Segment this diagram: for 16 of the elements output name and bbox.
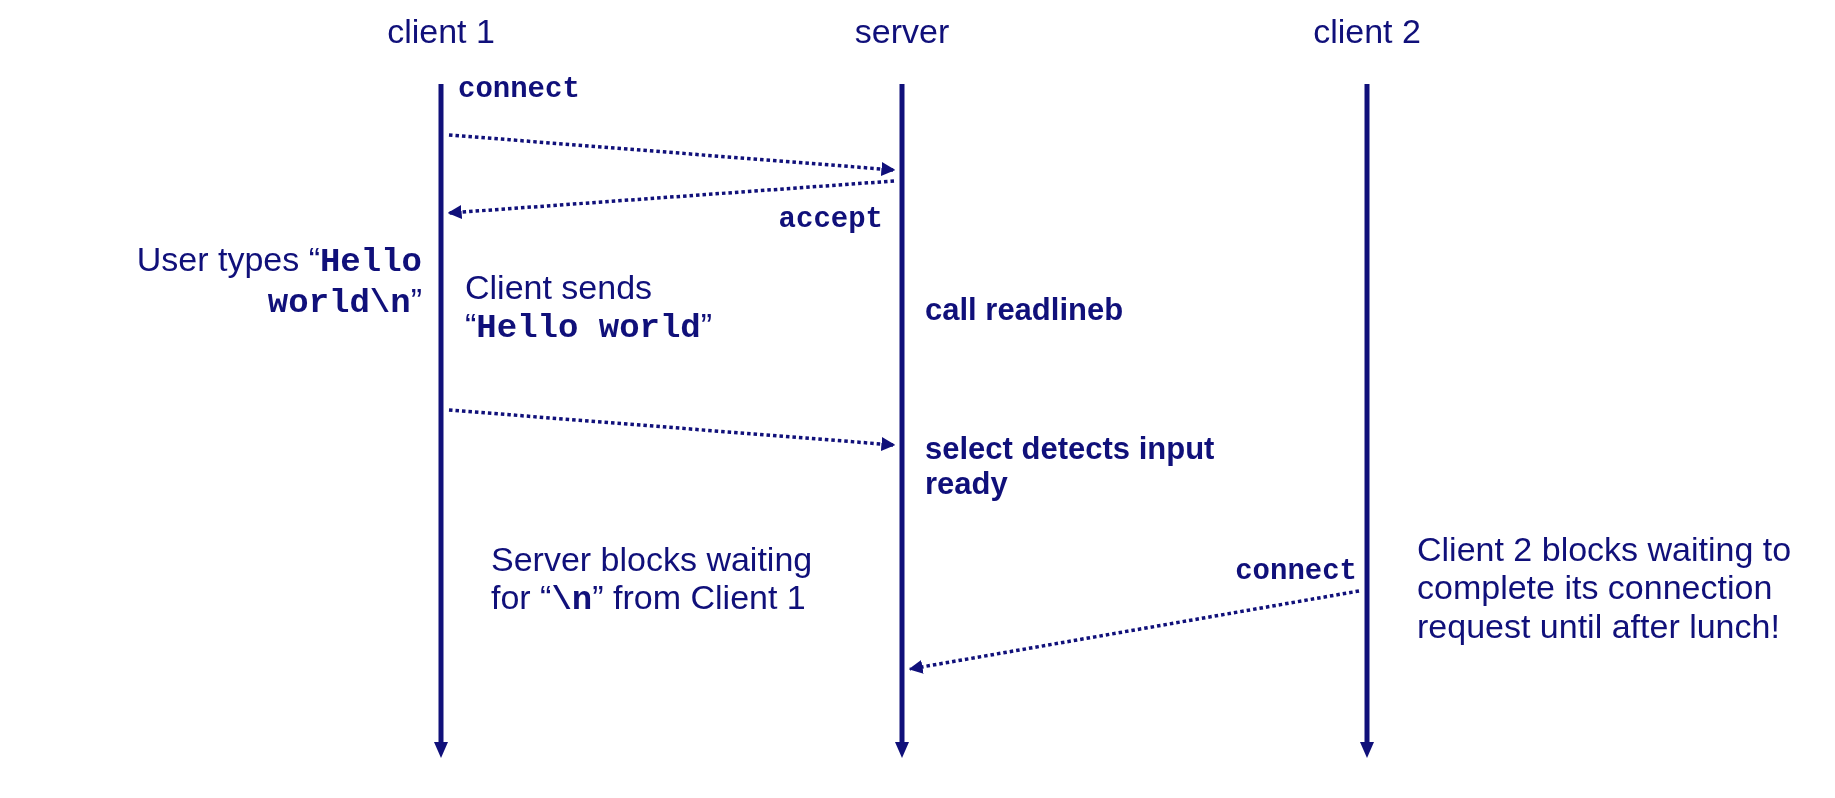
participant-name: client 2 bbox=[1312, 12, 1422, 51]
note-text: Server blocks waiting for “\n” from Client 1 bbox=[491, 540, 814, 620]
note-text: User types “Hello world\n” bbox=[135, 240, 422, 323]
message-arrow bbox=[447, 179, 895, 220]
participant-name: client 1 bbox=[386, 12, 496, 51]
participant-name: server bbox=[853, 12, 951, 51]
message-arrow bbox=[448, 133, 896, 176]
note-text: select detects input ready bbox=[925, 431, 1216, 502]
message-arrow bbox=[908, 589, 1360, 674]
note-text: call readlineb bbox=[925, 292, 1124, 327]
edge-label: connect bbox=[1235, 556, 1357, 589]
edge-label: connect bbox=[458, 74, 580, 107]
edge-label: accept bbox=[778, 204, 883, 237]
message-arrow bbox=[448, 408, 896, 451]
edge-label: Client sends “Hello world” bbox=[465, 268, 714, 348]
note-text: Client 2 blocks waiting to complete its connection request until after lunch! bbox=[1417, 530, 1793, 646]
